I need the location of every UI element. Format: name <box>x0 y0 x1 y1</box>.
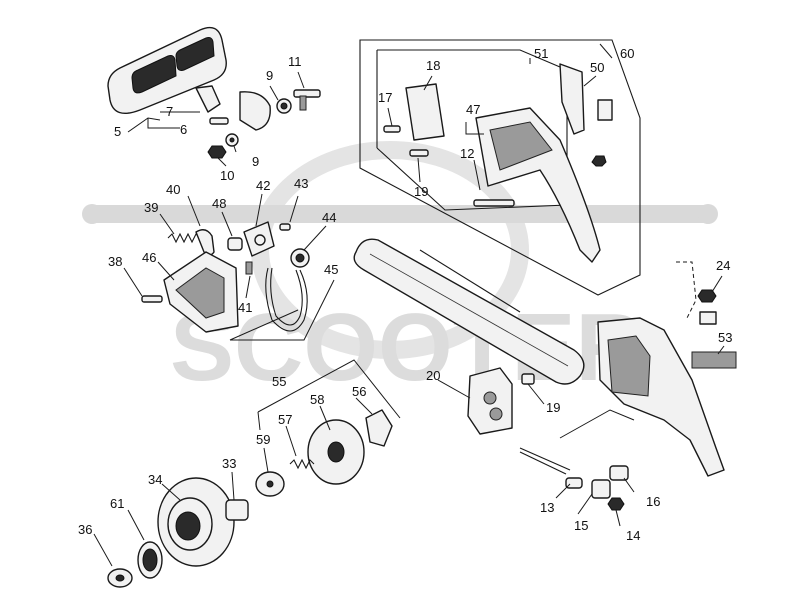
callout-20: 20 <box>426 368 440 383</box>
callout-51: 51 <box>534 46 548 61</box>
callout-41: 41 <box>238 300 252 315</box>
callout-53: 53 <box>718 330 732 345</box>
callout-36: 36 <box>78 522 92 537</box>
callout-11: 11 <box>288 54 302 69</box>
callout-46: 46 <box>142 250 156 265</box>
leader-lines <box>93 43 725 567</box>
callout-9-bottom: 9 <box>252 154 259 169</box>
callout-33: 33 <box>222 456 236 471</box>
callout-61: 61 <box>110 496 124 511</box>
callout-60: 60 <box>620 46 634 61</box>
callout-5: 5 <box>114 124 121 139</box>
callout-15: 15 <box>574 518 588 533</box>
callout-58: 58 <box>310 392 324 407</box>
callout-39: 39 <box>144 200 158 215</box>
callout-55: 55 <box>272 374 286 389</box>
clutch-cover-part <box>141 251 239 333</box>
engine-housing <box>597 261 737 477</box>
callout-14: 14 <box>626 528 640 543</box>
callout-42: 42 <box>256 178 270 193</box>
callout-38: 38 <box>108 254 122 269</box>
callout-19-kit: 19 <box>414 184 428 199</box>
callout-50: 50 <box>590 60 604 75</box>
callout-10: 10 <box>220 168 234 183</box>
callout-12: 12 <box>460 146 474 161</box>
hand-guard-part <box>107 26 271 131</box>
clutch-assembly <box>107 409 393 588</box>
guide-bar <box>353 238 585 385</box>
callout-24: 24 <box>716 258 730 273</box>
callout-19-bar: 19 <box>546 400 560 415</box>
kit-frame <box>359 39 641 296</box>
callout-7: 7 <box>166 104 173 119</box>
callout-56: 56 <box>352 384 366 399</box>
chain-tensioner <box>519 447 629 511</box>
callout-47: 47 <box>466 102 480 117</box>
callout-16: 16 <box>646 494 660 509</box>
callout-57: 57 <box>278 412 292 427</box>
callout-34: 34 <box>148 472 162 487</box>
callout-48: 48 <box>212 196 226 211</box>
callout-44: 44 <box>322 210 336 225</box>
kit-contents <box>383 63 613 263</box>
callout-45: 45 <box>324 262 338 277</box>
callout-43: 43 <box>294 176 308 191</box>
callout-6: 6 <box>180 122 187 137</box>
callout-59: 59 <box>256 432 270 447</box>
bar-plate-part <box>467 367 535 435</box>
callouts: 5 6 7 9 9 10 11 12 13 14 15 16 17 18 19 … <box>78 46 732 543</box>
callout-13: 13 <box>540 500 554 515</box>
callout-17: 17 <box>378 90 392 105</box>
callout-40: 40 <box>166 182 180 197</box>
guard-hardware <box>207 89 321 159</box>
callout-18: 18 <box>426 58 440 73</box>
callout-9-top: 9 <box>266 68 273 83</box>
